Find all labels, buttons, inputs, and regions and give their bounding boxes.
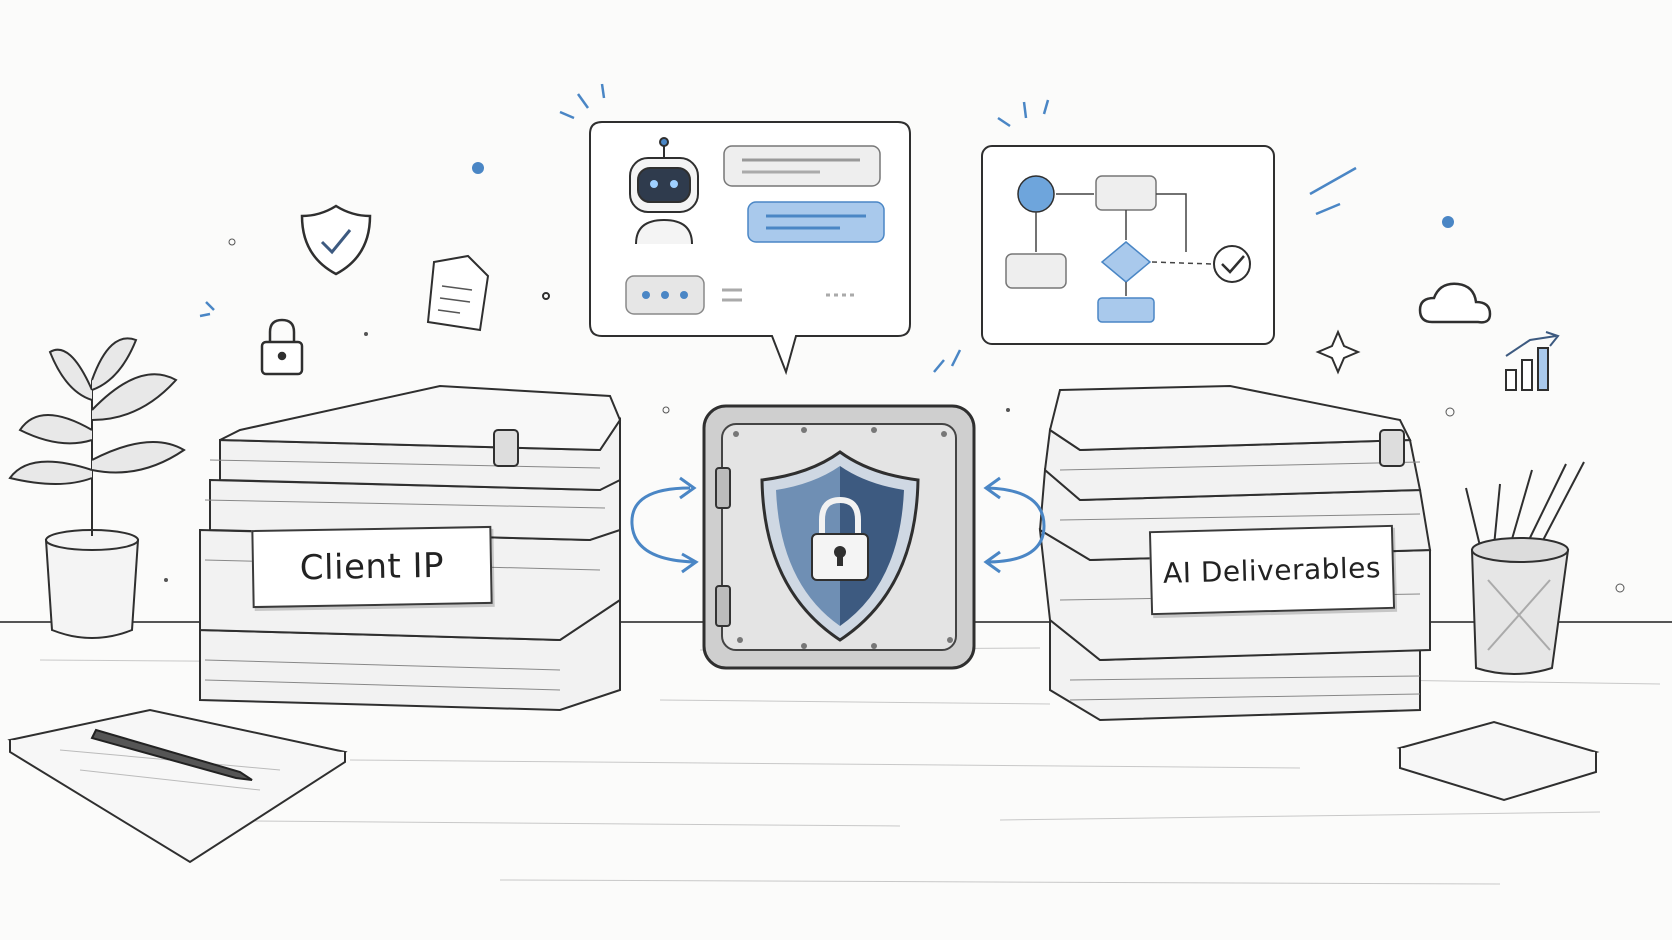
padlock-icon: [260, 318, 304, 376]
notepad-icon: [7, 708, 348, 864]
shield-check-icon: [300, 204, 372, 276]
shield-lock-icon: [760, 450, 920, 642]
bar-chart-icon: [1505, 331, 1560, 391]
sticky-notes-icon: [1396, 720, 1600, 802]
document-icon: [426, 254, 490, 332]
cloud-icon: [1418, 282, 1492, 324]
pen-icon: [90, 728, 253, 781]
robot-icon: [629, 137, 699, 245]
decorative-rays: [199, 83, 1357, 373]
pencil-cup-icon: [1465, 461, 1585, 675]
ai-deliverables-label: AI Deliverables: [1148, 524, 1396, 616]
client-ip-label: Client IP: [251, 525, 493, 609]
sparkle-icon: [1315, 329, 1361, 375]
chat-bubble-icon: [589, 121, 911, 376]
plant-icon: [8, 337, 186, 639]
sync-arrows-icon: [630, 476, 1046, 574]
decorative-dots: [164, 162, 1625, 593]
flowchart-icon: [981, 145, 1275, 345]
